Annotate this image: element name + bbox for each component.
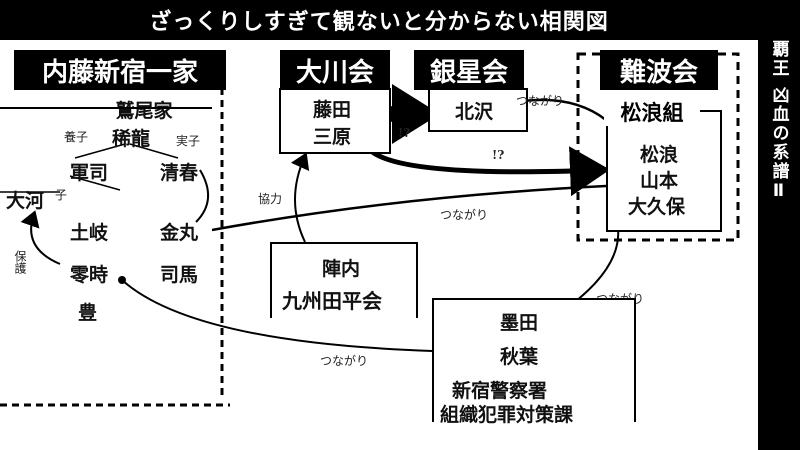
- washio-divider: [0, 107, 212, 109]
- note-shock-2: !?: [492, 148, 505, 162]
- member-jinnai: 陣内: [322, 258, 361, 280]
- note-biological: 実子: [176, 134, 201, 148]
- note-connection-2: つながり: [440, 208, 489, 222]
- naito-family-header: 内藤新宿一家: [14, 50, 226, 90]
- taiga-protect-arrow: [20, 210, 61, 265]
- okawa-members-box: [279, 88, 391, 154]
- note-shock-1: !?: [398, 126, 411, 140]
- member-kitazawa: 北沢: [455, 101, 494, 123]
- naniwa-header: 難波会: [600, 50, 718, 90]
- member-matsunami: 松浪: [640, 144, 679, 166]
- member-taiga: 大河: [6, 190, 45, 212]
- organized-crime-division: 組織犯罪対策課: [440, 404, 574, 426]
- shinjuku-police-station: 新宿警察署: [452, 380, 548, 402]
- member-reiji: 零時: [70, 264, 109, 286]
- matsunami-box: [606, 110, 722, 232]
- member-gunji: 軍司: [70, 162, 109, 184]
- ginsei-members-box: [428, 88, 528, 132]
- naniwa-group-box: [576, 52, 740, 242]
- kanemaru-link: [195, 169, 209, 223]
- note-cooperate: 協力: [258, 192, 283, 206]
- member-mihara: 三原: [313, 126, 352, 148]
- member-toki: 土岐: [70, 222, 109, 244]
- side-title: 覇王 凶血の系譜Ⅱ: [768, 40, 789, 203]
- member-sumida: 墨田: [500, 312, 539, 334]
- ginsei-header: 銀星会: [414, 50, 524, 90]
- member-shiba: 司馬: [160, 264, 199, 286]
- okawa-header: 大川会: [280, 50, 390, 90]
- washio-tree-lines: [0, 143, 179, 193]
- matsunami-header: 松浪組: [604, 98, 700, 126]
- member-fujita: 藤田: [313, 99, 352, 121]
- page-title: ざっくりしすぎて観ないと分からない相関図: [0, 0, 758, 40]
- member-akiba: 秋葉: [500, 346, 539, 368]
- naito-group-bracket: [0, 88, 230, 407]
- member-okubo: 大久保: [628, 196, 686, 218]
- member-kiyoharu: 清春: [160, 162, 199, 184]
- police-box: [432, 298, 636, 422]
- jinnai-box: [270, 242, 418, 318]
- note-protect: 保護: [13, 250, 27, 274]
- note-connection-1: つながり: [516, 94, 565, 108]
- member-kanemaru: 金丸: [160, 222, 199, 244]
- kyushu-tahira-kai: 九州田平会: [282, 289, 382, 313]
- note-child: 子: [55, 188, 68, 202]
- member-yamamoto: 山本: [640, 170, 679, 192]
- member-yutaka: 豊: [78, 302, 98, 324]
- side-title-bar: 覇王 凶血の系譜Ⅱ: [758, 0, 800, 450]
- note-connection-4: つながり: [320, 354, 369, 368]
- reiji-akiba-link: [121, 279, 489, 353]
- washio-family-name: 鷲尾家: [74, 96, 214, 123]
- member-kiryu: 稀龍: [112, 128, 151, 150]
- jinnai-okawa-arrow: [290, 152, 310, 243]
- mihara-matsunami-arrow: [368, 146, 610, 197]
- reiji-dot: [118, 276, 126, 284]
- note-adopted: 養子: [64, 130, 89, 144]
- kanemaru-naniwa-link: [211, 184, 607, 232]
